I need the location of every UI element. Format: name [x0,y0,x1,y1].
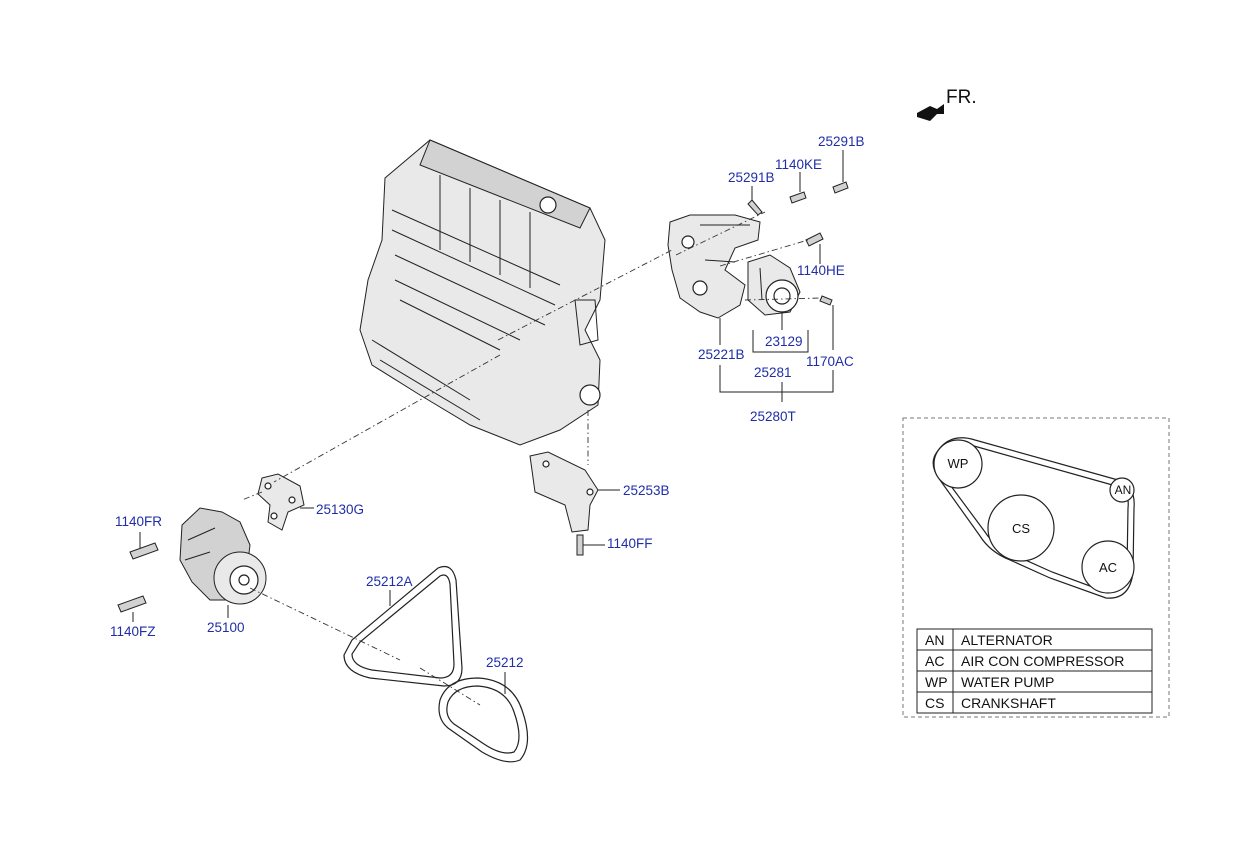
legend-name-1: ALTERNATOR [961,632,1053,648]
pulley-an [1109,477,1135,503]
water-pump-gasket [257,473,305,531]
alternator-bracket [667,214,761,319]
callout-25291B-a[interactable]: 25291B [728,170,775,185]
inset-frame [902,417,1170,718]
legend-code-1: AN [925,632,944,648]
legend-name-4: CRANKSHAFT [961,695,1056,711]
pulley-ac [1081,540,1135,594]
alignment-lines [241,211,823,706]
belt-routing-inset: WP CS AN AC AN ALTERNATOR AC AIR CON COM… [902,417,1170,718]
callout-25212A[interactable]: 25212A [366,574,413,589]
legend-code-2: AC [925,653,944,669]
legend-code-4: CS [925,695,944,711]
callout-1140FR[interactable]: 1140FR [115,514,162,529]
callout-1170AC[interactable]: 1170AC [806,354,854,369]
callout-23129[interactable]: 23129 [765,334,803,349]
callout-25291B-b[interactable]: 25291B [818,134,865,149]
callout-25212[interactable]: 25212 [486,655,524,670]
forward-arrow-icon [917,104,944,121]
front-direction-indicator: FR. [917,87,977,121]
callout-1140HE[interactable]: 1140HE [797,263,845,278]
water-pump [179,507,267,605]
callout-1140KE[interactable]: 1140KE [775,157,822,172]
front-label: FR. [946,87,977,108]
pulley-cs [987,494,1055,562]
tensioner-assembly [747,254,801,316]
part-callouts: 25291B 1140KE 25291B 1140HE 25221B 23129… [110,134,865,670]
leader-lines [132,150,844,694]
water-pump-bolts [117,542,159,613]
legend-name-3: WATER PUMP [961,674,1054,690]
callout-1140FZ[interactable]: 1140FZ [110,624,156,639]
callout-25130G[interactable]: 25130G [316,502,364,517]
callout-1140FF[interactable]: 1140FF [607,536,653,551]
callout-25221B[interactable]: 25221B [698,347,745,362]
pulley-label-ac: AC [1099,560,1117,575]
pulley-wp [933,439,983,489]
callout-25100[interactable]: 25100 [207,620,245,635]
pulley-label-wp: WP [948,456,969,471]
pulley-label-cs: CS [1012,521,1030,536]
callout-25280T[interactable]: 25280T [750,409,796,424]
callout-25253B[interactable]: 25253B [623,483,670,498]
pulley-legend: AN ALTERNATOR AC AIR CON COMPRESSOR WP W… [916,628,1153,714]
legend-name-2: AIR CON COMPRESSOR [961,653,1124,669]
engine-block [359,139,606,446]
mounting-bracket [529,451,599,556]
pulley-label-an: AN [1115,483,1132,497]
belt-25212 [438,677,529,763]
legend-code-3: WP [925,674,948,690]
callout-25281[interactable]: 25281 [754,365,792,380]
